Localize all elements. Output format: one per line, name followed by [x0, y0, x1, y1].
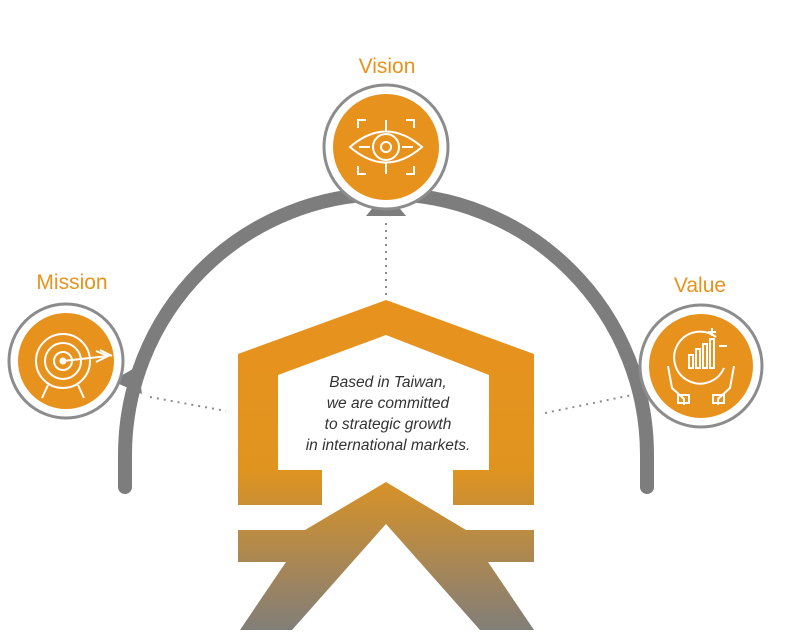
mission-statement: Based in Taiwan, we are committed to str…: [250, 372, 526, 456]
mission-label: Mission: [36, 271, 108, 294]
statement-line: Based in Taiwan,: [329, 374, 447, 391]
arrow-to-mission: [112, 366, 142, 394]
house-roof-chevron: [238, 482, 534, 630]
dartboard-arrow-icon: [35, 333, 113, 399]
vision-label: Vision: [358, 55, 416, 78]
eye-target-icon: [348, 119, 424, 175]
statement-line: in international markets.: [305, 437, 471, 454]
house-outline: [238, 300, 534, 505]
mission-node[interactable]: [7, 302, 125, 420]
statement-line: to strategic growth: [324, 416, 452, 433]
statement-line: we are committed: [326, 395, 450, 412]
connector-mission: [149, 396, 227, 412]
value-label: Value: [673, 274, 727, 297]
connector-value: [544, 394, 633, 414]
vision-node[interactable]: [322, 83, 450, 211]
hands-growth-chart-icon: [667, 328, 735, 405]
value-node[interactable]: [638, 303, 764, 429]
